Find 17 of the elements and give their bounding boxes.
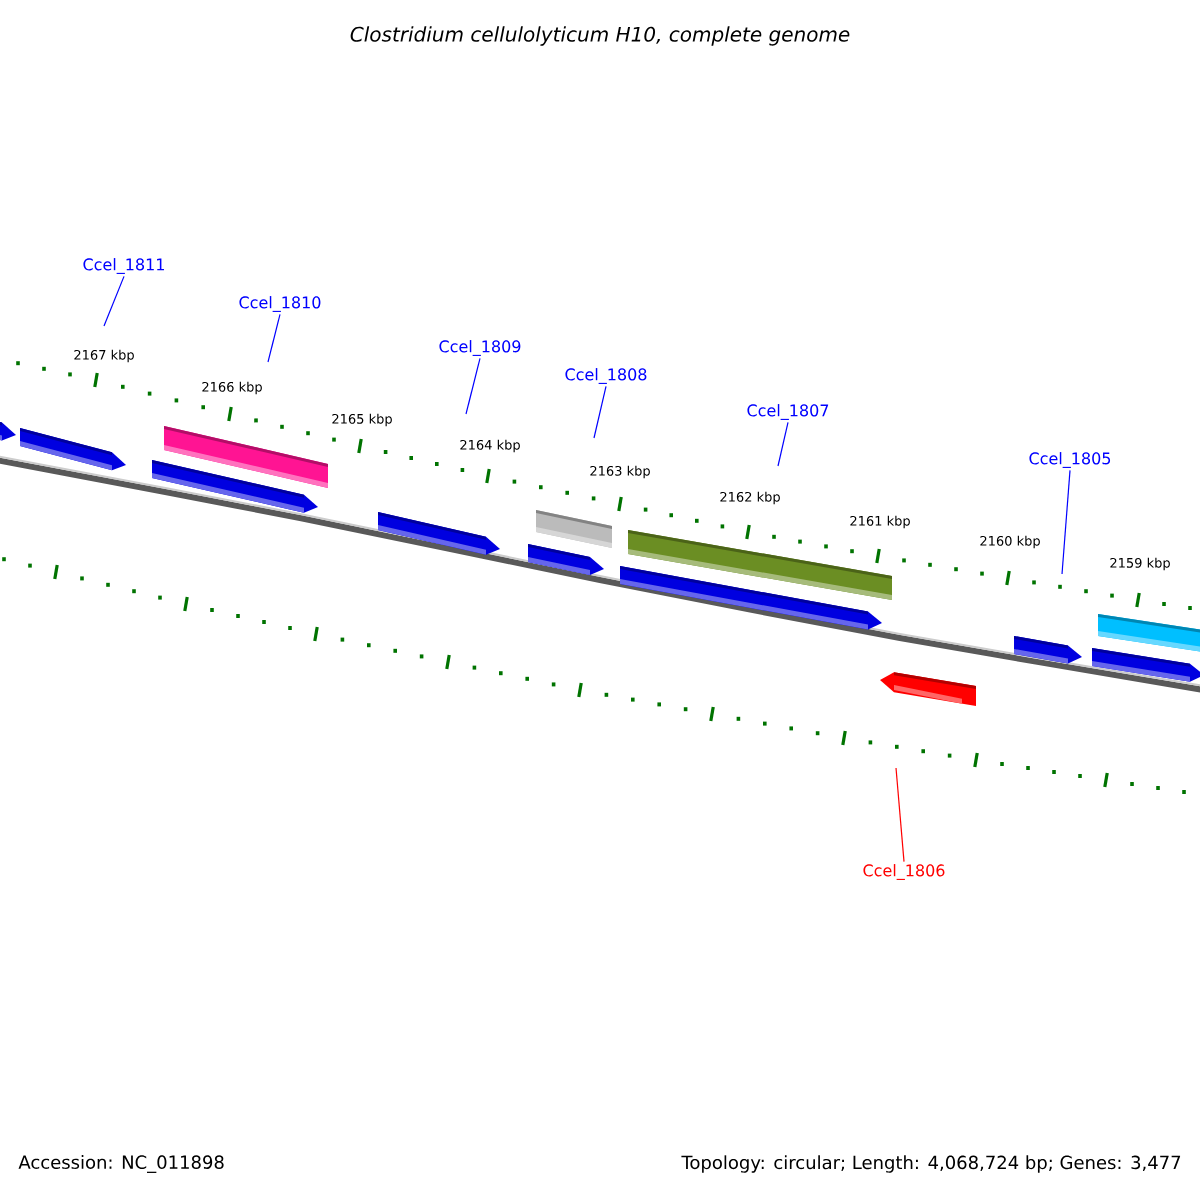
leader-line bbox=[465, 357, 481, 415]
leader-line bbox=[103, 275, 125, 327]
title: Clostridium cellulolyticum H10, complete genome bbox=[350, 26, 850, 46]
accession-text: Accession: NC_011898 bbox=[18, 1155, 224, 1173]
gene-label: Ccel_1805 bbox=[1029, 452, 1111, 468]
gene-label: Ccel_1807 bbox=[747, 404, 829, 420]
gene-label: Ccel_1811 bbox=[83, 258, 164, 274]
genome-info-text: Topology: circular; Length: 4,068,724 bp; Genes: 3,477 bbox=[681, 1155, 1181, 1173]
gene-label: Ccel_1810 bbox=[239, 296, 321, 312]
gene-label: Ccel_1808 bbox=[565, 368, 647, 384]
gene-label: Ccel_1809 bbox=[439, 340, 521, 356]
leader-line bbox=[593, 385, 607, 439]
leader-line bbox=[267, 313, 281, 363]
leader-line bbox=[777, 421, 789, 467]
leader-line bbox=[895, 767, 905, 863]
gene-label: Ccel_1806 bbox=[863, 864, 945, 880]
leader-line bbox=[1061, 469, 1071, 575]
